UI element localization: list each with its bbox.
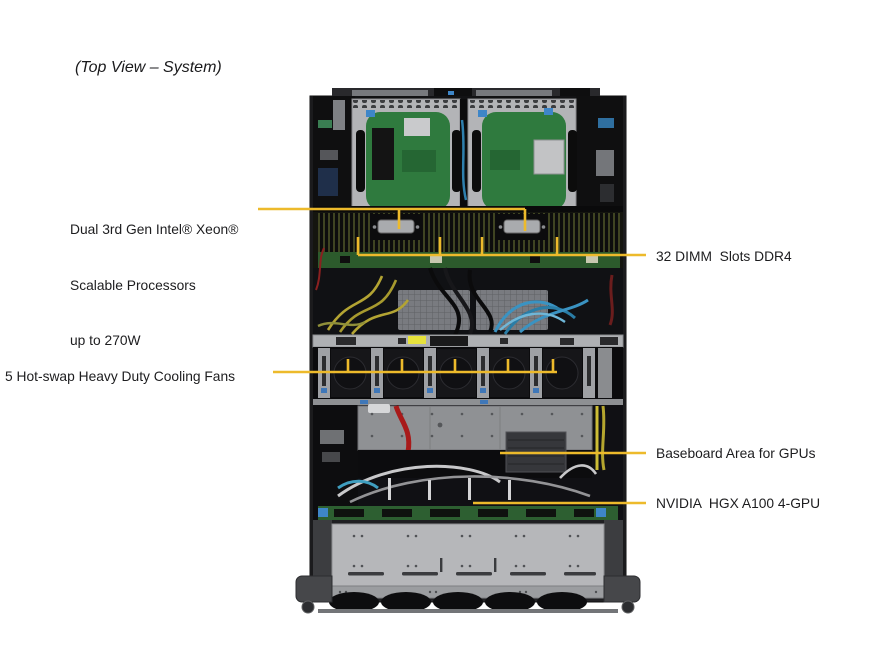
dimm-label: 32 DIMM Slots DDR4 xyxy=(656,249,792,264)
front-cable-loops xyxy=(337,464,598,504)
cpu-label-line3: up to 270W xyxy=(70,333,141,348)
cable-area xyxy=(313,247,623,336)
gpu-label: NVIDIA HGX A100 4-GPU xyxy=(656,496,821,511)
page-title: (Top View – System) xyxy=(75,59,222,76)
gpu-board-edge xyxy=(318,506,618,520)
rack-ear-right xyxy=(603,575,641,614)
cpu-label: Dual 3rd Gen Intel® Xeon® Scalable Proce… xyxy=(70,184,238,388)
baseboard-label: Baseboard Area for GPUs xyxy=(656,446,816,461)
warning-label xyxy=(408,336,426,344)
gpu-baseboard-area xyxy=(313,404,623,520)
fans-callout-line xyxy=(273,359,557,374)
cpu-socket-right xyxy=(496,214,548,240)
mid-divider-bar xyxy=(312,334,624,348)
pcie-riser-cage-left xyxy=(351,98,461,213)
rear-panel-edge xyxy=(332,88,600,99)
dimm-slots-area xyxy=(318,213,620,253)
front-shroud-plate xyxy=(331,523,605,587)
rear-io-section xyxy=(313,96,623,214)
motherboard-section xyxy=(313,212,623,336)
dimm-callout-line xyxy=(356,237,646,257)
cpu-callout-line xyxy=(258,207,527,231)
cpu-label-line1: Dual 3rd Gen Intel® Xeon® xyxy=(70,222,239,237)
pcie-riser-cage-right xyxy=(467,98,577,213)
red-cable xyxy=(393,405,412,453)
front-fan-intakes xyxy=(329,592,587,612)
cpu-socket-left xyxy=(370,214,422,240)
fans-label: 5 Hot-swap Heavy Duty Cooling Fans xyxy=(5,369,236,384)
cpu-label-line2: Scalable Processors xyxy=(70,277,196,293)
front-panel xyxy=(295,520,641,614)
cooling-fans-row xyxy=(313,347,623,405)
rack-ear-left xyxy=(295,575,333,614)
